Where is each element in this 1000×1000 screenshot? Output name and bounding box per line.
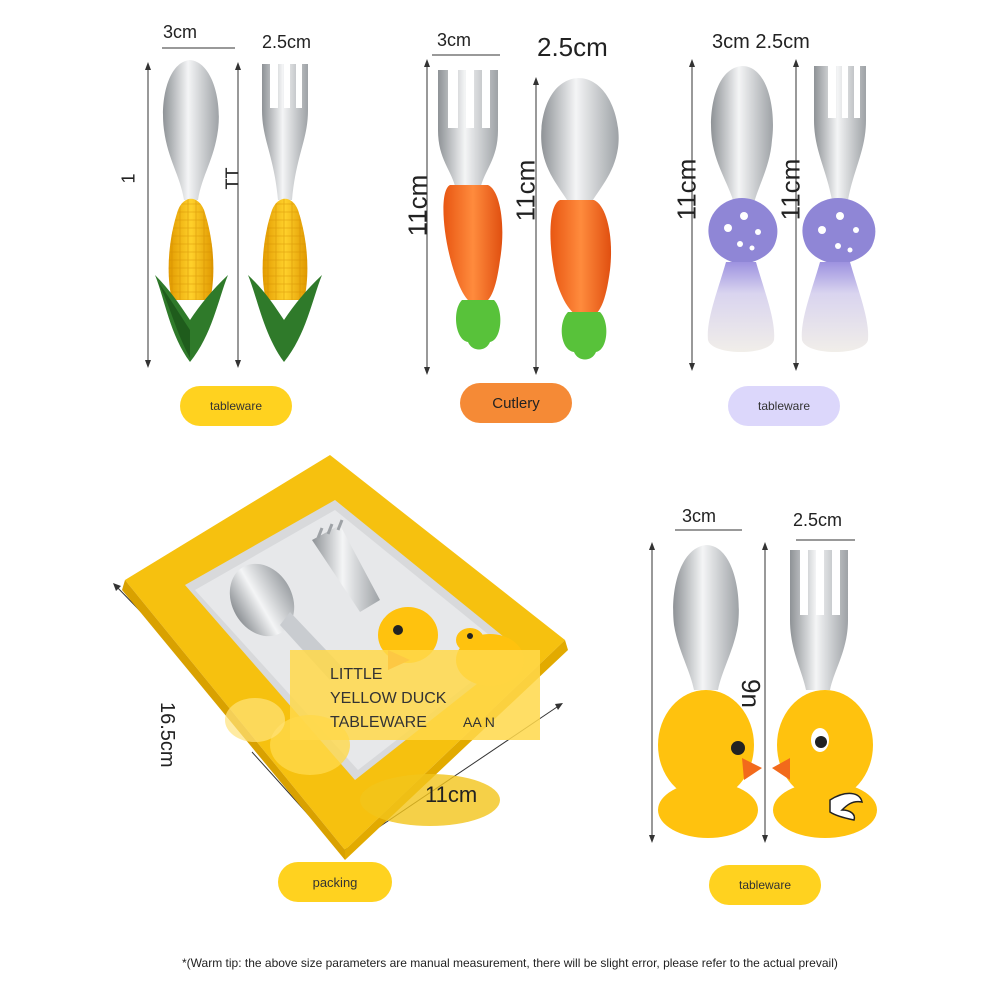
duck-label: tableware — [738, 878, 792, 892]
carrot-length-fork-label: 11cm — [402, 174, 433, 237]
carrot-label: Cutlery — [492, 394, 540, 412]
mushroom-label-pill: tableware — [728, 386, 840, 426]
carrot-label-pill: Cutlery — [460, 383, 572, 423]
mushroom-panel — [689, 59, 876, 371]
duck-width-fork-label: 2.5cm — [793, 510, 843, 530]
duck-length-label: 9n — [735, 679, 766, 708]
corn-panel — [145, 47, 322, 368]
box-aux-text: AA N — [463, 714, 495, 730]
corn-width-fork-label: 2.5cm — [262, 32, 312, 52]
carrot-width-fork-label: 3cm — [437, 30, 472, 50]
box-panel — [113, 455, 568, 860]
box-title-line2: YELLOW DUCK — [330, 690, 447, 707]
mushroom-length-fork-label: 11cm — [775, 158, 806, 221]
carrot-width-spoon-label: 2.5cm — [537, 32, 608, 62]
box-label-pill: packing — [278, 862, 392, 902]
duck-panel — [649, 529, 877, 843]
size-disclaimer-note: *(Warm tip: the above size parameters ar… — [182, 956, 838, 970]
carrot-panel — [424, 54, 619, 375]
corn-label: tableware — [209, 399, 263, 413]
mushroom-width-label: 3cm 2.5cm — [712, 31, 810, 53]
duck-label-pill: tableware — [709, 865, 821, 905]
box-title-line1: LITTLE — [330, 666, 383, 683]
mushroom-label: tableware — [757, 399, 811, 413]
corn-length-spoon-label: 1 — [118, 173, 139, 184]
corn-label-pill: tableware — [180, 386, 292, 426]
duck-width-spoon-label: 3cm — [682, 506, 717, 526]
box-height-label: 16.5cm — [156, 702, 178, 768]
box-title-line3: TABLEWARE — [330, 714, 427, 731]
carrot-length-spoon-label: 11cm — [510, 159, 541, 222]
mushroom-length-spoon-label: 11cm — [671, 158, 702, 221]
box-label: packing — [312, 874, 358, 890]
corn-length-fork-label: TT — [222, 167, 243, 190]
corn-width-spoon-label: 3cm — [163, 22, 198, 42]
box-width-label: 11cm — [425, 782, 478, 807]
